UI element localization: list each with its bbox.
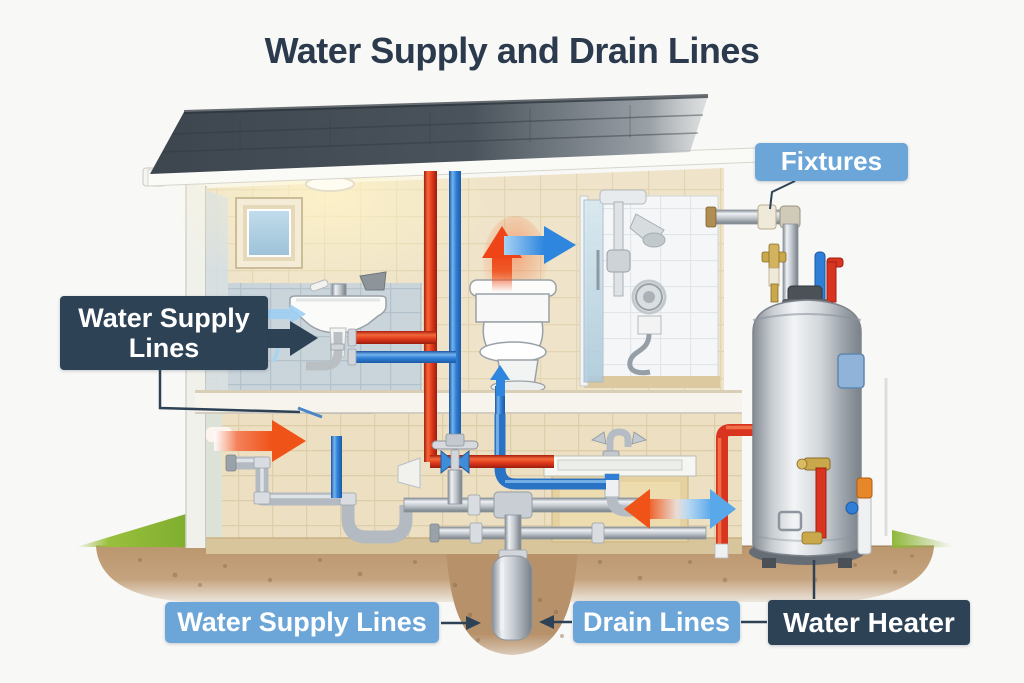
kitchen-faucet	[606, 428, 632, 456]
drain-lines-label: Drain Lines	[573, 601, 740, 643]
water-heater-label: Water Heater	[768, 600, 970, 645]
heater-front-pipe	[815, 467, 827, 539]
leader-lines	[158, 180, 816, 630]
kitchen-p-trap	[606, 496, 638, 517]
hot-riser	[424, 171, 437, 462]
house-roof	[147, 94, 813, 187]
flow-arrows	[206, 226, 736, 529]
bathroom-sink	[289, 271, 387, 371]
heater-tank	[752, 299, 862, 557]
drain-tee	[493, 491, 533, 519]
blue-up-arrow	[490, 365, 510, 396]
water-supply-lines-callout: Water Supply Lines	[60, 296, 268, 370]
sewer-stack	[491, 555, 533, 641]
blue-right-arrow	[504, 226, 576, 264]
cold-riser	[449, 171, 461, 446]
heater-hot-stub	[826, 261, 837, 303]
hot-loop-heater	[716, 424, 758, 552]
tp-relief-valve	[761, 243, 787, 303]
sink-sprayer	[359, 271, 387, 291]
orange-right-arrow	[206, 420, 306, 462]
drain-pipes	[225, 454, 707, 641]
grass	[76, 514, 964, 548]
bathroom-window	[235, 197, 303, 269]
basement-drain-zigzag	[233, 456, 413, 544]
water-heater	[705, 204, 873, 568]
shower-stall	[579, 189, 720, 388]
hot-branch-sink	[352, 331, 436, 344]
drain-funnel-fitting	[397, 457, 421, 489]
shower-glass-door	[583, 199, 604, 383]
orange-blue-double-arrow	[624, 489, 736, 529]
shower-hose	[627, 333, 652, 376]
diagram-title: Water Supply and Drain Lines	[264, 30, 760, 71]
heater-access-panel	[777, 510, 803, 532]
sink-faucet	[331, 283, 347, 298]
cold-branch-sink	[352, 351, 456, 363]
supply-pipes	[331, 171, 758, 559]
water-supply-lines-label: Water Supply Lines	[165, 602, 439, 643]
heater-thermostat-box	[837, 353, 865, 389]
shower-rail	[613, 201, 624, 297]
cold-drop	[331, 436, 342, 498]
sink-p-trap	[306, 332, 343, 371]
fixtures-label: Fixtures	[755, 143, 908, 181]
cold-run-kitchen	[494, 414, 606, 490]
